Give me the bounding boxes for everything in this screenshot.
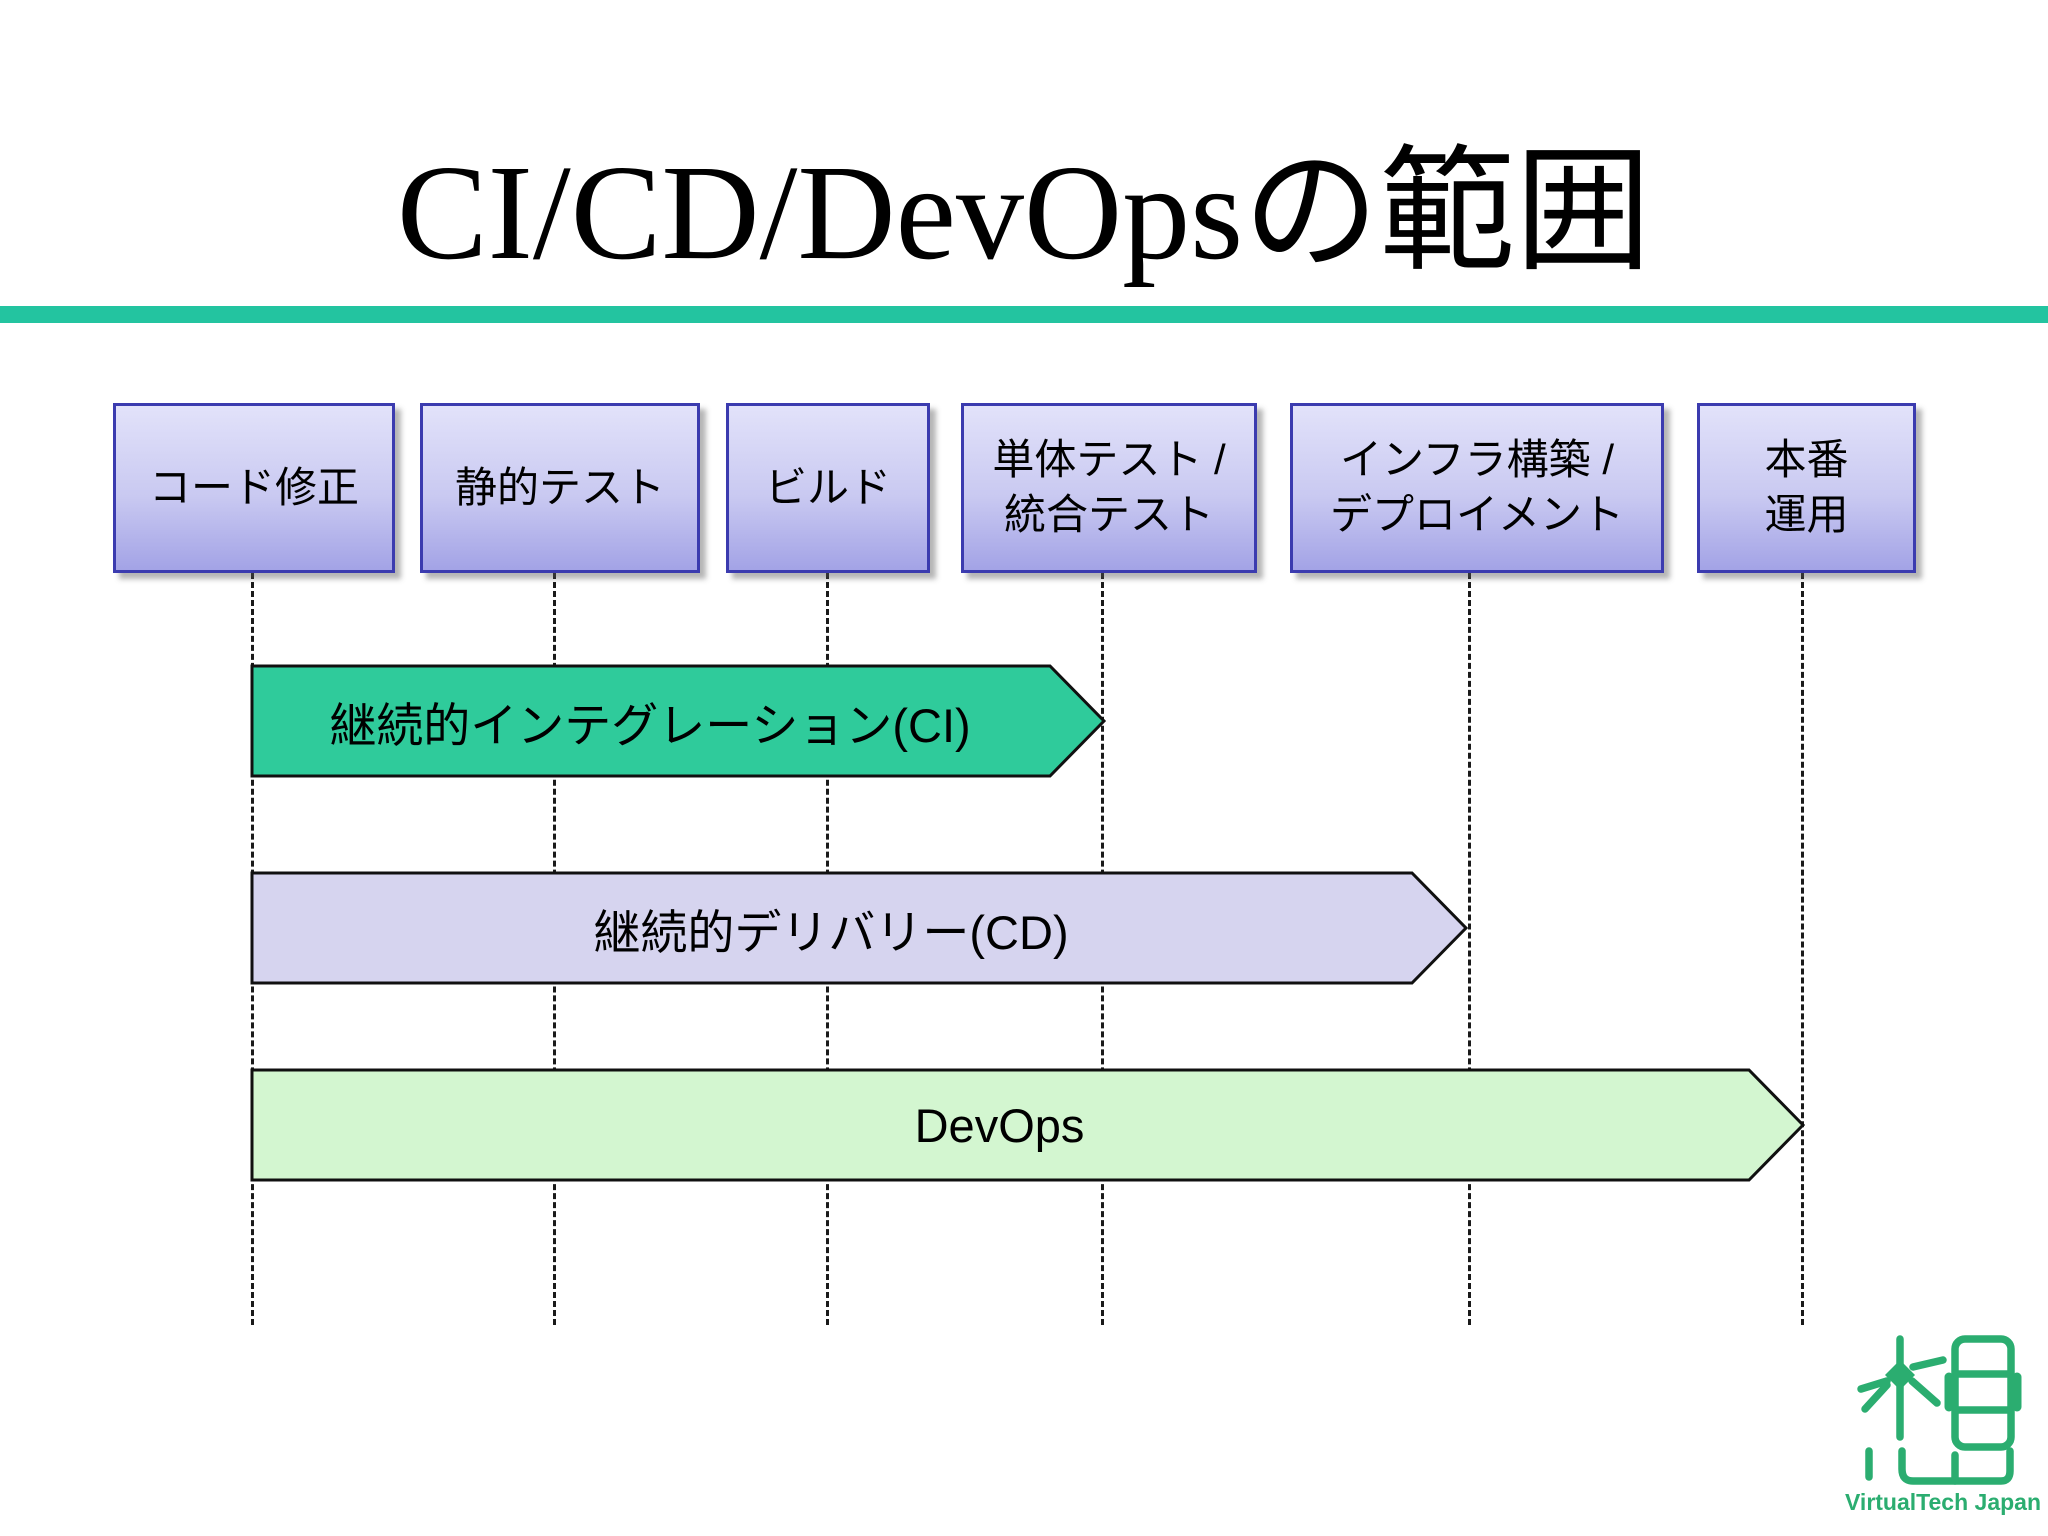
devops-arrow-label: DevOps [914,1098,1085,1152]
stage-box-static-test: 静的テスト [420,403,700,573]
cd-arrow-label: 継続的デリバリー(CD) [593,905,1069,959]
stage-label: コード修正 [148,463,359,511]
stage-label: 単体テスト / 統合テスト [992,436,1226,538]
stage-guideline-6 [1801,573,1804,1325]
stage-label: インフラ構築 / デプロイメント [1329,436,1624,538]
stage-label: ビルド [764,463,891,511]
accent-divider [0,306,2048,323]
devops-scope-arrow: DevOps [250,1068,1807,1182]
stage-label: 静的テスト [454,463,665,511]
logo-text: VirtualTech Japan [1845,1489,2041,1515]
ci-arrow-shape [250,664,1107,778]
stage-label: 本番 運用 [1764,436,1849,538]
stage-box-infra-deploy: インフラ構築 / デプロイメント [1290,403,1664,573]
slide-title: CI/CD/DevOpsの範囲 [396,138,1652,288]
stage-box-code-fix: コード修正 [113,403,395,573]
stage-guideline-5 [1468,573,1471,1325]
cd-arrow-shape [250,871,1469,985]
ci-arrow-label: 継続的インテグレーション(CI) [329,698,971,752]
virtualtech-logo-icon [1857,1335,2022,1485]
stage-box-unit-test: 単体テスト / 統合テスト [961,403,1257,573]
stage-box-build: ビルド [726,403,930,573]
ci-scope-arrow: 継続的インテグレーション(CI) [250,664,1108,778]
stage-box-production: 本番 運用 [1697,403,1916,573]
virtualtech-logo: VirtualTech Japan [1845,1333,2041,1516]
cd-scope-arrow: 継続的デリバリー(CD) [250,871,1470,985]
devops-arrow-shape [250,1068,1806,1182]
